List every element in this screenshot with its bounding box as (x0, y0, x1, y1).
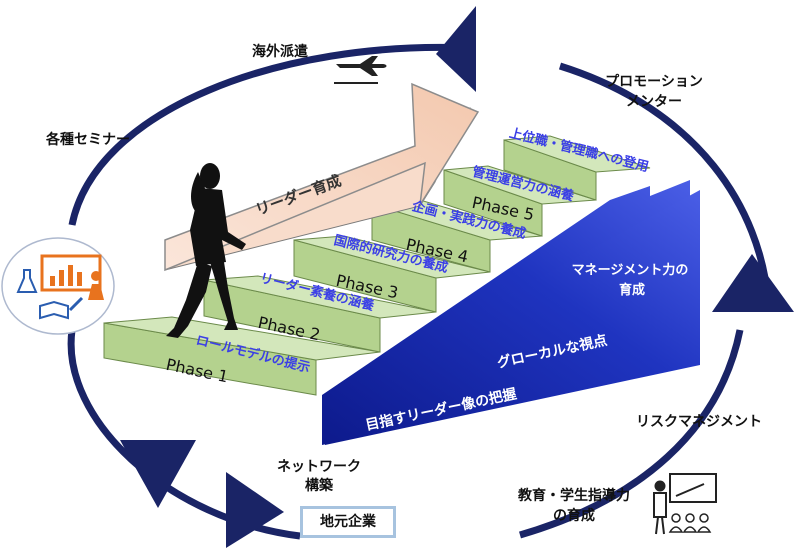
label-seminar: 各種セミナー (46, 132, 130, 148)
label-promotion-2: メンター (626, 94, 682, 110)
airplane-icon (334, 56, 387, 84)
blue-label-management-2: 育成 (619, 282, 645, 298)
label-promotion-1: プロモーション (605, 74, 703, 90)
label-network-1: ネットワーク (277, 459, 361, 475)
blue-label-management-1: マネージメント力の (572, 262, 689, 278)
teacher-icon (653, 473, 717, 535)
walking-person-silhouette (166, 163, 246, 338)
label-education-1: 教育・学生指導力 (518, 488, 630, 504)
label-risk-management: リスクマネジメント (636, 414, 762, 430)
cycle-arrowhead-top (436, 6, 476, 92)
cycle-arrowhead-right (712, 254, 794, 312)
seminar-icon (1, 237, 115, 335)
blue-block-body (325, 190, 700, 445)
cycle-arrowhead-left (120, 440, 196, 508)
step-top-6 (503, 135, 651, 173)
label-network-2: 構築 (305, 478, 333, 494)
label-overseas: 海外派遣 (252, 44, 308, 60)
staircase (103, 135, 651, 396)
label-education-2: の育成 (553, 508, 595, 524)
cycle-arrowhead-bottom (226, 472, 284, 548)
local-company-box: 地元企業 (300, 506, 396, 538)
